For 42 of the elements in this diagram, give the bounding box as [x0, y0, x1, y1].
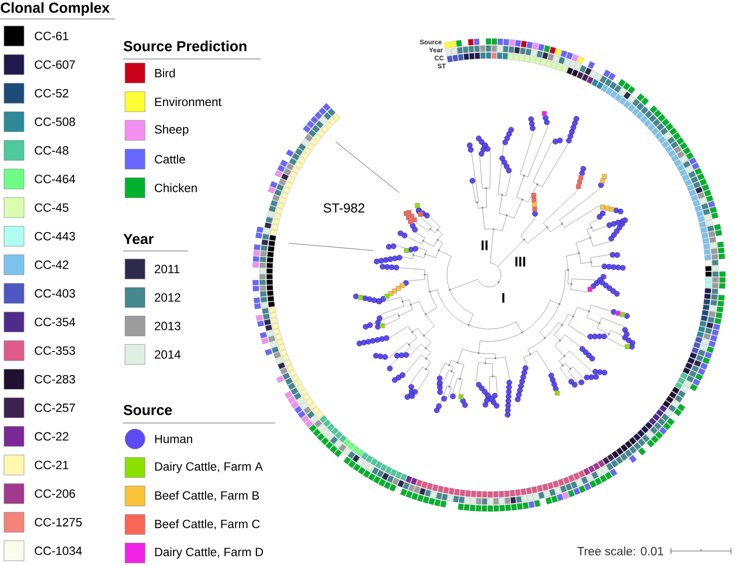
legend-label: CC-257 [34, 404, 75, 412]
legend-label: CC-21 [34, 460, 68, 470]
legend-label: CC-443 [34, 232, 76, 240]
clade-label: II [482, 240, 488, 250]
legend-label: CC-283 [34, 374, 76, 384]
legend-label: 2012 [154, 293, 180, 302]
legend-label: 2013 [154, 322, 180, 330]
legend-label: CC-52 [34, 88, 68, 98]
legend-label: Cattle [154, 154, 185, 164]
legend-label: Environment [155, 97, 222, 106]
legend-label: Beef Cattle, Farm C [155, 519, 260, 530]
clade-label: I [502, 293, 504, 303]
legend-label: CC-206 [34, 489, 76, 498]
clade-label: ST-982 [324, 203, 364, 213]
legend-title: Source Prediction [124, 40, 246, 52]
legend-label: CC-1275 [34, 518, 82, 526]
legend-label: CC-42 [34, 260, 68, 270]
legend-label: CC-22 [34, 432, 68, 441]
legend-label: Human [155, 434, 192, 444]
legend-label: Sheep [154, 124, 188, 136]
legend-label: CC-48 [34, 146, 68, 155]
legend-label: CC-353 [34, 346, 76, 355]
legend-label: CC-403 [34, 289, 76, 298]
legend-label: Dairy Cattle, Farm A [155, 462, 263, 474]
legend-label: CC-464 [34, 174, 76, 184]
legend-label: Beef Cattle, Farm B [155, 490, 259, 502]
scale-label: Tree scale: 0.01 [577, 546, 664, 556]
legend-label: CC-61 [34, 32, 68, 40]
legend-label: CC-45 [34, 203, 68, 212]
legend-label: CC-1034 [34, 546, 82, 556]
legend-label: CC-354 [34, 318, 76, 326]
clade-label: III [515, 256, 526, 266]
legend-label: 2011 [154, 264, 180, 274]
legend-label: 2014 [154, 350, 181, 359]
legend-label: CC-508 [34, 118, 76, 126]
legend-title: Year [123, 234, 154, 244]
legend-label: Dairy Cattle, Farm D [155, 547, 263, 559]
legend-label: Chicken [154, 183, 197, 192]
legend-label: CC-607 [34, 60, 75, 69]
legend-title: Source [124, 404, 172, 416]
legend-label: Bird [155, 68, 175, 78]
legend-title: Clonal Complex [0, 2, 110, 16]
